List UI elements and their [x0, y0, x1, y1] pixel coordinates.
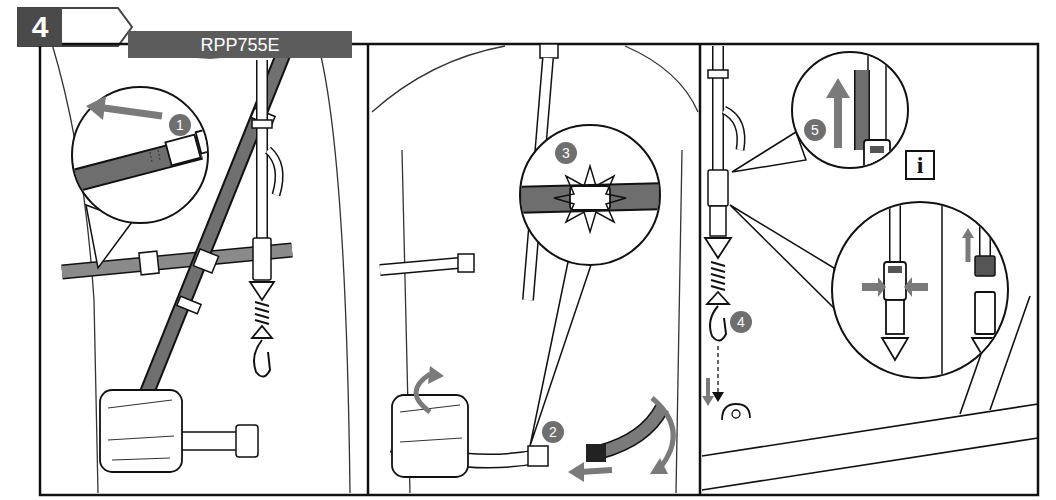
callout-circle: 2 [542, 421, 564, 443]
body-outline [52, 44, 350, 493]
battery-pack [100, 390, 258, 472]
step-chevron [18, 8, 132, 46]
callout-circle: 5 [804, 119, 826, 141]
model-band: RPP755E [128, 31, 352, 58]
step-number: 4 [32, 12, 49, 42]
frame [40, 44, 1038, 495]
body-outline [372, 46, 698, 493]
magnifier [732, 46, 908, 176]
callout-number: 4 [737, 315, 745, 329]
callout-number: 1 [176, 118, 184, 132]
model-name: RPP755E [200, 36, 279, 54]
info-box: i [905, 150, 935, 180]
callout-circle: 3 [555, 142, 577, 164]
info-symbol: i [917, 153, 924, 177]
hanging-lanyard [250, 60, 279, 377]
magnifier [730, 200, 1008, 380]
step-number-box: 4 [18, 8, 62, 46]
callout-number: 3 [562, 146, 570, 160]
callout-number: 2 [549, 425, 557, 439]
callout-circle: 1 [169, 114, 191, 136]
magnifier [70, 87, 230, 268]
callout-circle: 4 [730, 311, 752, 333]
callout-number: 5 [811, 123, 819, 137]
panel-divider [367, 44, 370, 495]
magnifier [515, 125, 665, 446]
panel-divider [699, 44, 702, 495]
lanyard-strap [702, 46, 750, 420]
waist-belt [392, 366, 673, 482]
